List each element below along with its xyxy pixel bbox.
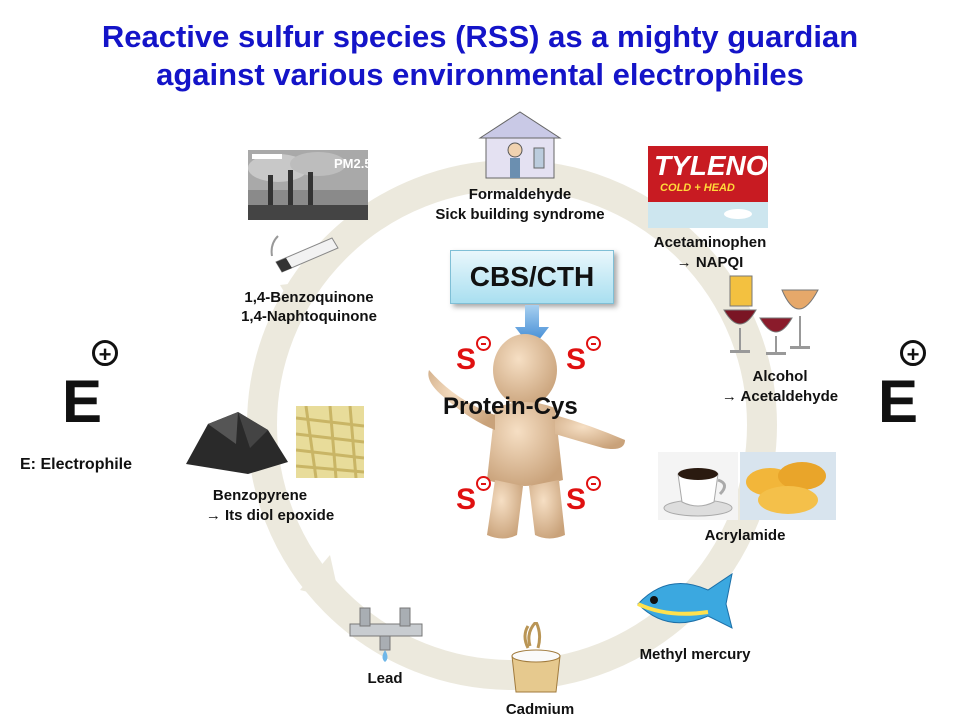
- minus-charge-icon: [586, 336, 601, 351]
- coal-icon: [186, 412, 288, 474]
- title-line-1: Reactive sulfur species (RSS) as a might…: [101, 19, 859, 54]
- pm25-tag: PM2.5: [334, 156, 372, 171]
- coffee-cup-icon: [658, 452, 738, 520]
- alcohol-label: Alcohol: [752, 368, 808, 385]
- pm25-smokestack-icon: [248, 150, 368, 220]
- sulfur-anion-2: S: [566, 343, 587, 376]
- protein-figure: [428, 334, 625, 539]
- charge-plus-left: +: [92, 340, 118, 367]
- minus-charge-icon: [586, 476, 601, 491]
- rice-masu-icon: [511, 622, 561, 693]
- tylenol-brand: TYLENOL: [654, 150, 785, 181]
- lead-pipe-icon: [349, 607, 423, 662]
- acrylamide-label: Acrylamide: [704, 527, 786, 544]
- sulfur-anion-4: S: [566, 483, 587, 516]
- electrophile-legend: E: Electrophile: [20, 456, 133, 473]
- alcohol-glasses-icon: [723, 275, 819, 355]
- acetaldehyde-label: → Acetaldehyde: [721, 388, 839, 405]
- acetaminophen-label: Acetaminophen: [653, 234, 767, 251]
- benzopyrene-label: Benzopyrene: [212, 487, 308, 504]
- minus-charge-icon: [476, 336, 491, 351]
- charge-plus-right: +: [900, 340, 926, 367]
- methyl-mercury-label: Methyl mercury: [639, 646, 751, 663]
- sick-house-icon: [478, 111, 562, 179]
- tylenol-box-icon: [648, 146, 768, 228]
- diol-epoxide-label: → Its diol epoxide: [205, 507, 335, 524]
- protein-cys-label: Protein-Cys: [443, 393, 578, 420]
- minus-charge-icon: [476, 476, 491, 491]
- quinones-label-1: 1,4-Benzoquinone: [244, 289, 374, 306]
- quinones-label-2: 1,4-Naphtoquinone: [241, 308, 377, 325]
- sulfur-anion-1: S: [456, 343, 477, 376]
- electrophile-left: E: [62, 368, 103, 435]
- sick-building-label: Sick building syndrome: [435, 206, 605, 223]
- cigarette-icon: [270, 235, 339, 273]
- potato-chips-icon: [740, 452, 836, 520]
- formaldehyde-label: Formaldehyde: [468, 186, 572, 203]
- tylenol-subbrand: COLD + HEAD: [660, 182, 735, 194]
- cadmium-label: Cadmium: [505, 701, 575, 718]
- enzyme-box: CBS/CTH: [450, 250, 614, 304]
- sulfur-anion-3: S: [456, 483, 477, 516]
- electrophile-right: E: [878, 368, 919, 435]
- fish-icon: [637, 572, 733, 629]
- noodle-photo-icon: [296, 406, 364, 478]
- lead-label: Lead: [367, 670, 403, 687]
- napqi-label: → NAPQI: [676, 254, 744, 271]
- title-line-2: against various environmental electrophi…: [156, 57, 804, 92]
